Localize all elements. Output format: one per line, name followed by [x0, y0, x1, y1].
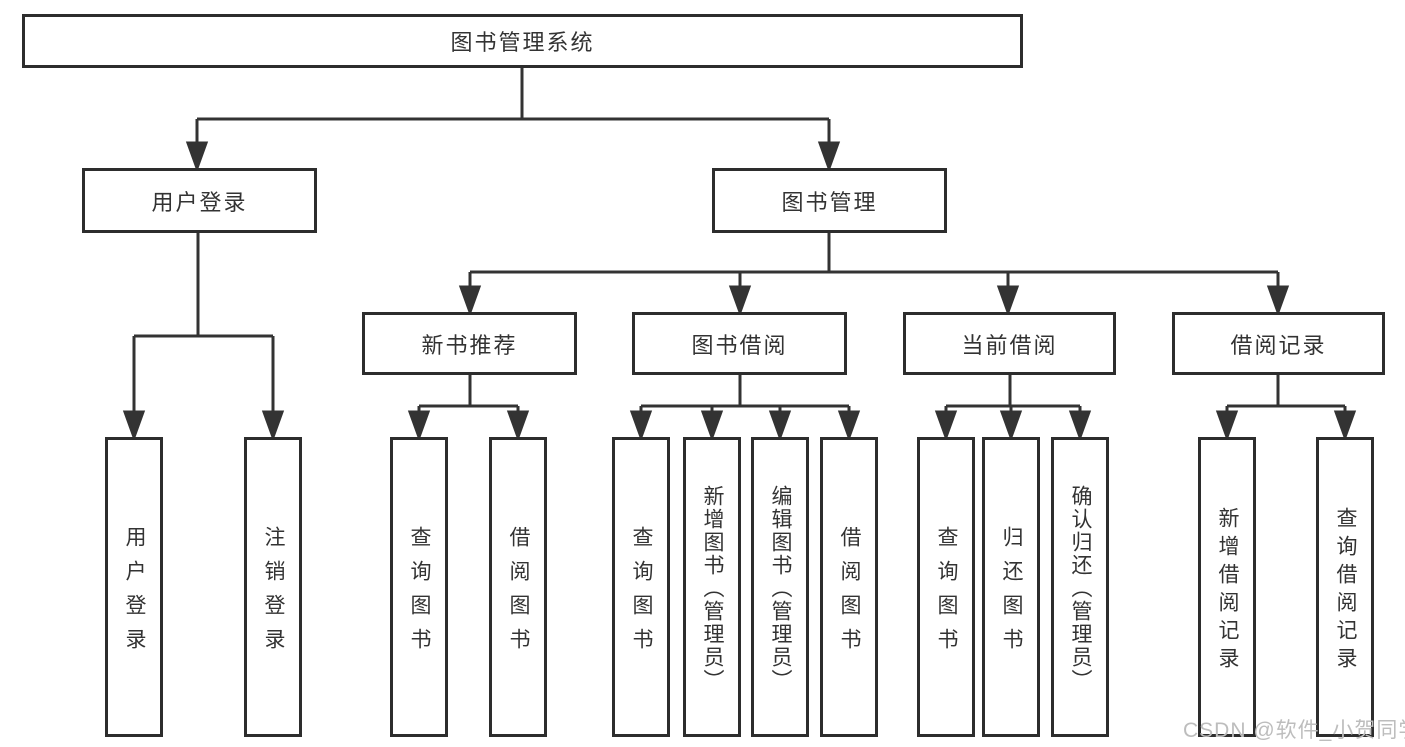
leaf-borrow-books-2: 借阅图书: [820, 437, 878, 737]
leaf-return-books: 归还图书: [982, 437, 1040, 737]
node-user-login: 用户登录: [82, 168, 317, 233]
node-root: 图书管理系统: [22, 14, 1023, 68]
node-borrowing-records: 借阅记录: [1172, 312, 1385, 375]
leaf-add-borrow-record: 新增借阅记录: [1198, 437, 1256, 737]
leaf-logout: 注销登录: [244, 437, 302, 737]
node-new-book-recommend: 新书推荐: [362, 312, 577, 375]
leaf-edit-books-admin: 编辑图书（管理员）: [751, 437, 809, 737]
leaf-query-books-2: 查询图书: [612, 437, 670, 737]
leaf-query-borrow-record: 查询借阅记录: [1316, 437, 1374, 737]
leaf-borrow-books-1: 借阅图书: [489, 437, 547, 737]
csdn-watermark: CSDN @软件_小贺同学: [1183, 719, 1405, 742]
leaf-user-login: 用户登录: [105, 437, 163, 737]
leaf-add-books-admin: 新增图书（管理员）: [683, 437, 741, 737]
leaf-confirm-return-admin: 确认归还（管理员）: [1051, 437, 1109, 737]
node-book-borrowing: 图书借阅: [632, 312, 847, 375]
node-book-management: 图书管理: [712, 168, 947, 233]
node-current-borrowing: 当前借阅: [903, 312, 1116, 375]
leaf-query-books-1: 查询图书: [390, 437, 448, 737]
leaf-query-books-3: 查询图书: [917, 437, 975, 737]
